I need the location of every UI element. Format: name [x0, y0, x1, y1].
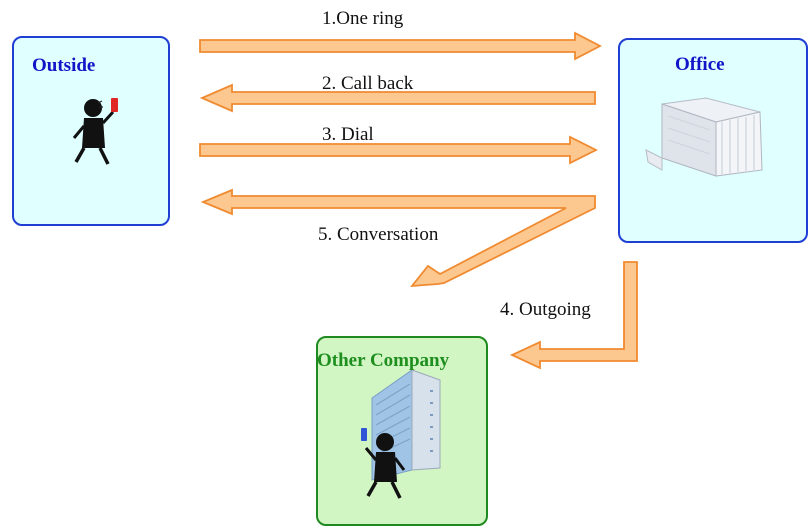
person-phone-icon — [361, 428, 406, 499]
arrow-conversation — [200, 188, 596, 288]
step-dial-label: 3. Dial — [322, 124, 374, 145]
step-call-back-label: 2. Call back — [322, 73, 414, 94]
arrow-call-back — [199, 83, 596, 113]
other-company-title: Other Company — [317, 350, 450, 371]
outside-title: Outside — [32, 55, 96, 76]
step-conversation-label: 5. Conversation — [318, 224, 439, 245]
arrow-one-ring — [199, 31, 602, 61]
step-outgoing-label: 4. Outgoing — [500, 299, 591, 320]
person-phone-icon — [72, 98, 118, 165]
pbx-equipment-icon — [645, 97, 763, 177]
arrow-dial — [199, 135, 599, 165]
step-one-ring-label: 1.One ring — [322, 8, 404, 29]
arrow-outgoing — [509, 261, 638, 370]
office-title: Office — [675, 54, 725, 75]
